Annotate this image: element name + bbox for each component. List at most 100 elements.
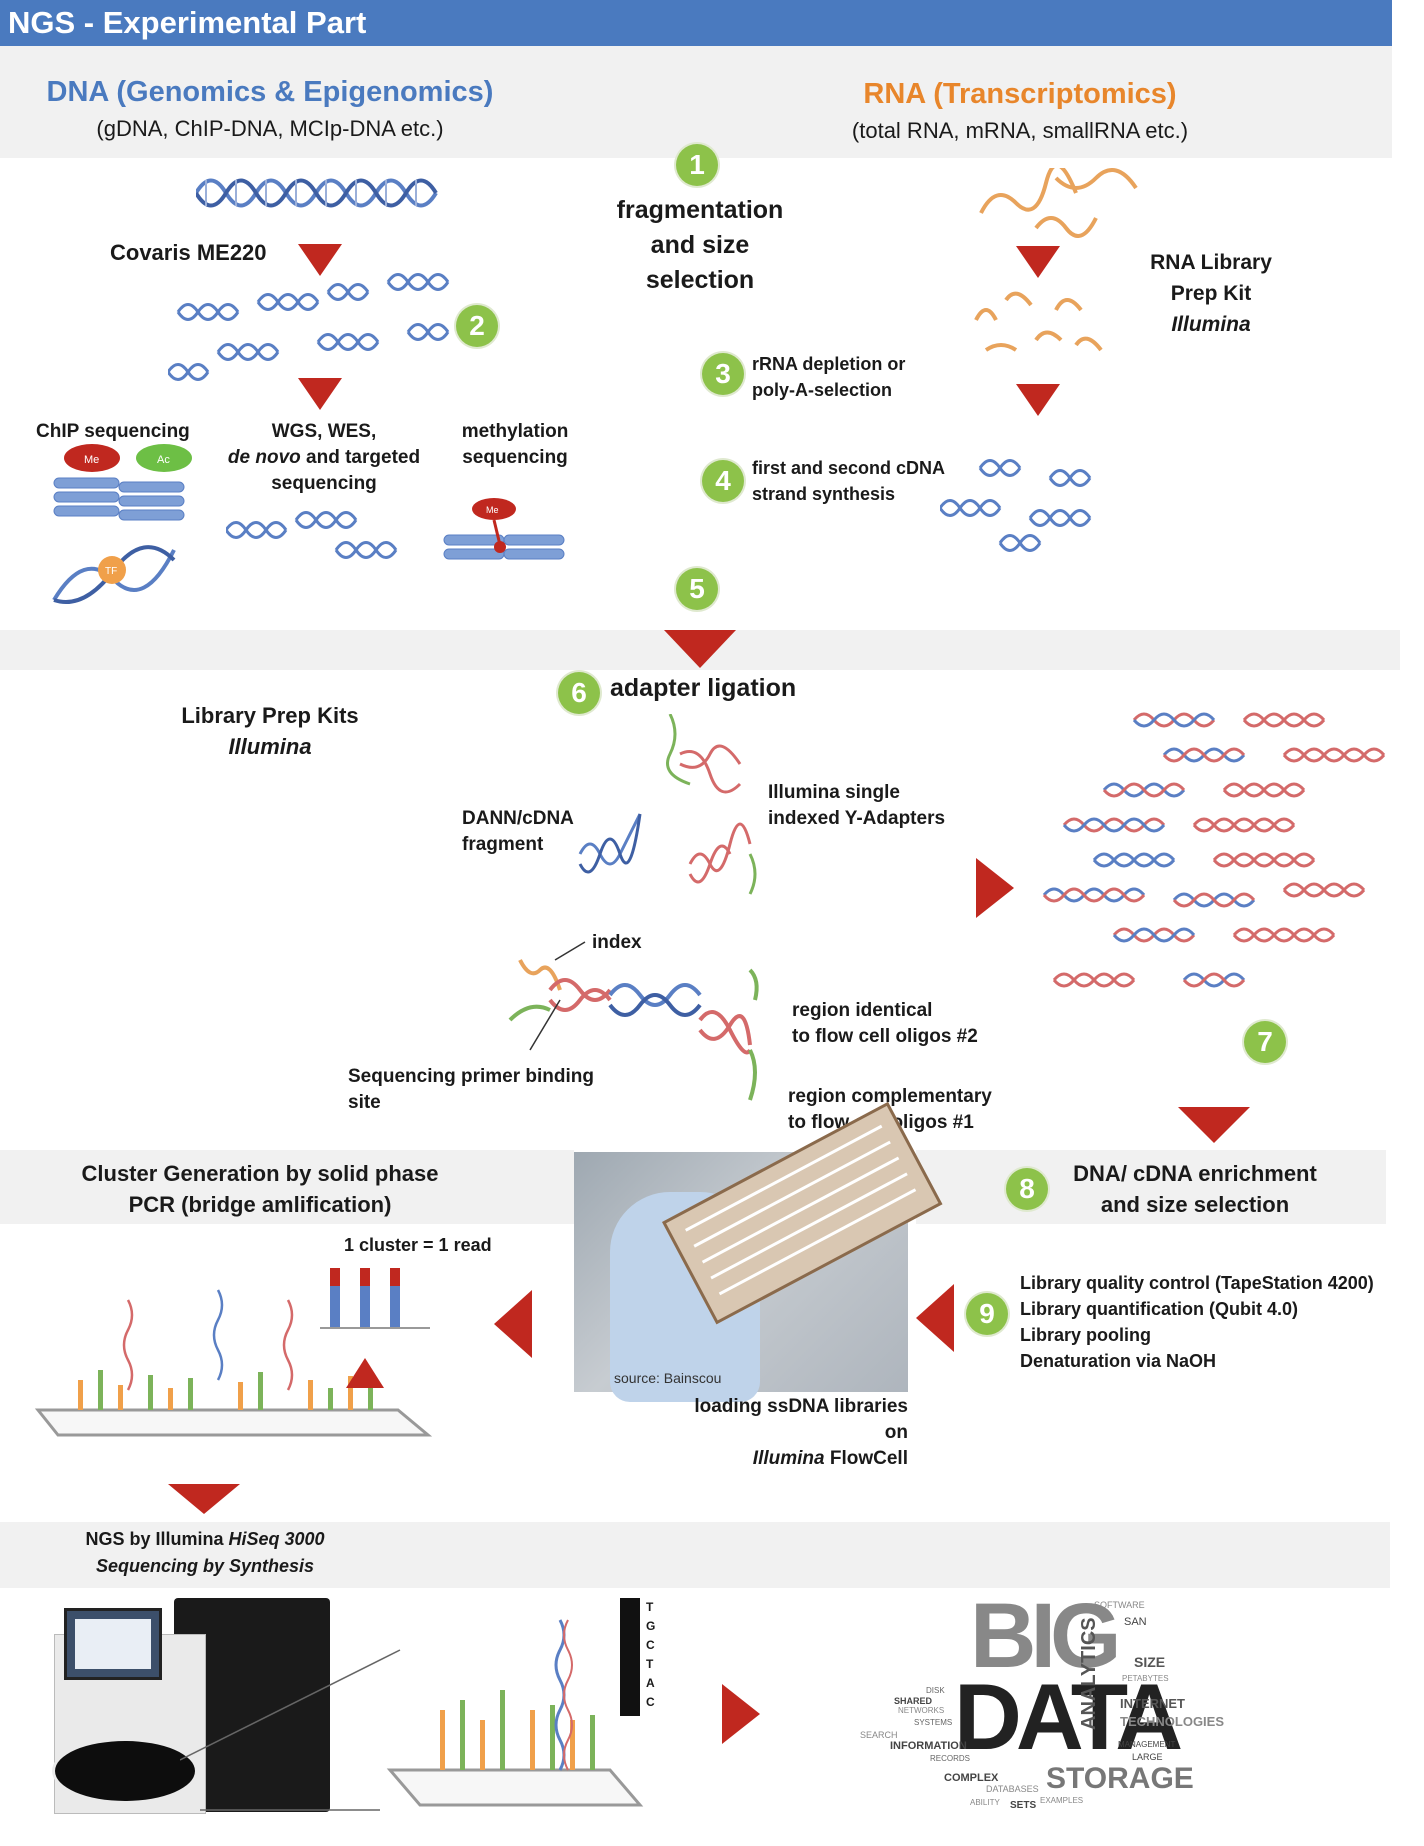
rna-kit-line2: Prep Kit	[1170, 282, 1252, 305]
word-software: SOFTWARE	[1094, 1600, 1145, 1610]
rrna-label: rRNA depletion or poly-A-selection	[752, 351, 905, 403]
word-ability: ABILITY	[970, 1798, 1000, 1807]
word-search: SEARCH	[860, 1730, 898, 1740]
chip-illustration: Me Ac TF	[52, 444, 192, 604]
step-9-badge: 9	[966, 1293, 1008, 1335]
word-technologies: TECHNOLOGIES	[1120, 1714, 1225, 1729]
word-san: SAN	[1124, 1616, 1147, 1628]
source-label: source: Bainscou	[614, 1370, 722, 1386]
hiseq-machine	[50, 1598, 330, 1814]
rna-kit-label: RNA Library Prep Kit Illumina	[1126, 247, 1296, 340]
qc-item-quantification: Library quantification (Qubit 4.0)	[1020, 1299, 1299, 1319]
fragmented-dna	[168, 273, 450, 381]
arrow-to-cluster	[494, 1290, 532, 1358]
arrow-rna-2	[1016, 384, 1060, 416]
qc-item-pooling: Library pooling	[1020, 1325, 1152, 1345]
base-3: C	[646, 1638, 655, 1652]
arrow-to-bigdata	[722, 1684, 760, 1744]
word-databases: DATABASES	[986, 1784, 1039, 1794]
word-complex: COMPLEX	[944, 1772, 999, 1784]
rna-subtitle: (total RNA, mRNA, smallRNA etc.)	[851, 118, 1189, 143]
sbs-illustration	[386, 1619, 644, 1807]
methylation-illustration: Me	[443, 498, 565, 560]
word-management: MANAGEMENT	[1118, 1740, 1176, 1749]
library-kits-illumina: Illumina	[228, 734, 312, 759]
cdna-line2: strand synthesis	[752, 484, 896, 504]
wgs-targeted: and targeted	[300, 447, 421, 468]
word-large: LARGE	[1132, 1752, 1163, 1762]
wgs-label: WGS, WES, de novo and targeted sequencin…	[214, 419, 434, 497]
word-analytics: ANALYTICS	[1078, 1617, 1100, 1730]
step-3-badge: 3	[702, 353, 744, 395]
enrichment-band	[916, 1150, 1386, 1224]
identical-line2: to flow cell oligos #2	[792, 1026, 978, 1047]
zoom-lines	[180, 1649, 401, 1811]
wgs-line1: WGS, WES,	[271, 421, 377, 442]
flowcell-caption-illumina: Illumina	[752, 1448, 825, 1469]
dna-title: DNA (Genomics & Epigenomics)	[46, 76, 494, 108]
base-6: C	[646, 1695, 655, 1709]
arrow-zoom	[346, 1358, 384, 1388]
rna-title: RNA (Transcriptomics)	[863, 78, 1177, 110]
adapter-illustration	[578, 714, 757, 895]
library-kits-line2: Illumina	[160, 731, 380, 762]
enrichment-line1: DNA/ cDNA enrichment	[1073, 1161, 1317, 1186]
word-networks: NETWORKS	[898, 1706, 945, 1715]
rrna-line2: poly-A-selection	[752, 380, 893, 400]
top-band	[0, 46, 1392, 158]
me2-mark: Me	[486, 505, 499, 515]
arrow-to-library	[976, 858, 1014, 918]
sequencing-line2: Sequencing by Synthesis	[40, 1553, 370, 1580]
library-kits-line1: Library Prep Kits	[181, 703, 359, 728]
base-1: T	[646, 1600, 654, 1614]
arrow-to-flowcell	[916, 1284, 954, 1352]
meth-label: methylation sequencing	[440, 419, 590, 471]
rna-kit-line3: Illumina	[1126, 309, 1296, 340]
arrow-step-5	[664, 630, 736, 668]
enrichment-label: DNA/ cDNA enrichment and size selection	[1050, 1158, 1340, 1220]
yadapter-line1: Illumina single	[768, 782, 900, 803]
sbs-image-strip	[620, 1598, 640, 1716]
yadapter-line2: indexed Y-Adapters	[768, 808, 946, 829]
fragment-line1: DANN/cDNA	[462, 808, 574, 829]
word-information: INFORMATION	[890, 1740, 967, 1752]
arrow-covaris	[298, 244, 342, 276]
cdna-label: first and second cDNA strand synthesis	[752, 455, 945, 507]
identical-line1: region identical	[792, 1000, 933, 1021]
primer-line2: site	[348, 1092, 381, 1113]
me-mark: Me	[84, 454, 99, 466]
adapter-title: adapter ligation	[610, 674, 797, 702]
qc-item-denaturation: Denaturation via NaOH	[1020, 1351, 1217, 1371]
cluster-zoom	[320, 1268, 430, 1329]
tf-mark: TF	[105, 566, 117, 577]
enrichment-line2: and size selection	[1100, 1192, 1290, 1217]
sequencing-line1: NGS by Illumina HiSeq 3000	[40, 1526, 370, 1553]
rna-kit-line1: RNA Library	[1150, 251, 1272, 274]
big-data-word-cloud: BIG DATA ANALYTICS STORAGE SOFTWARE SAN …	[850, 1590, 1230, 1820]
identical-label: region identical to flow cell oligos #2	[792, 998, 978, 1050]
cluster-title-line2: PCR (bridge amlification)	[128, 1192, 392, 1217]
page-header: NGS - Experimental Part	[0, 0, 1392, 46]
primer-label: Sequencing primer binding site	[348, 1064, 594, 1116]
amplified-library	[1042, 712, 1386, 988]
cluster-title: Cluster Generation by solid phase PCR (b…	[60, 1158, 460, 1220]
rna-strands	[979, 168, 1138, 238]
arrow-rna-1	[1016, 246, 1060, 278]
word-disk: DISK	[926, 1686, 945, 1695]
step-2-badge: 2	[456, 305, 498, 347]
base-5: A	[646, 1676, 655, 1690]
word-petabytes: PETABYTES	[1122, 1674, 1169, 1683]
cluster-illustration	[34, 1289, 433, 1437]
qc-list: Library quality control (TapeStation 420…	[1020, 1270, 1374, 1374]
rna-fragments	[974, 291, 1103, 352]
sequencing-label: NGS by Illumina HiSeq 3000 Sequencing by…	[40, 1526, 370, 1580]
meth-line2: sequencing	[462, 447, 568, 468]
wgs-line2: de novo and targeted	[214, 445, 434, 471]
rrna-line1: rRNA depletion or	[752, 354, 906, 374]
covaris-label: Covaris ME220	[110, 240, 267, 265]
arrow-step-7	[1178, 1107, 1250, 1143]
wgs-dna	[226, 511, 398, 559]
qc-item-quality: Library quality control (TapeStation 420…	[1020, 1273, 1374, 1293]
flowcell-caption-rest: FlowCell	[824, 1448, 908, 1469]
word-size: SIZE	[1134, 1654, 1166, 1670]
